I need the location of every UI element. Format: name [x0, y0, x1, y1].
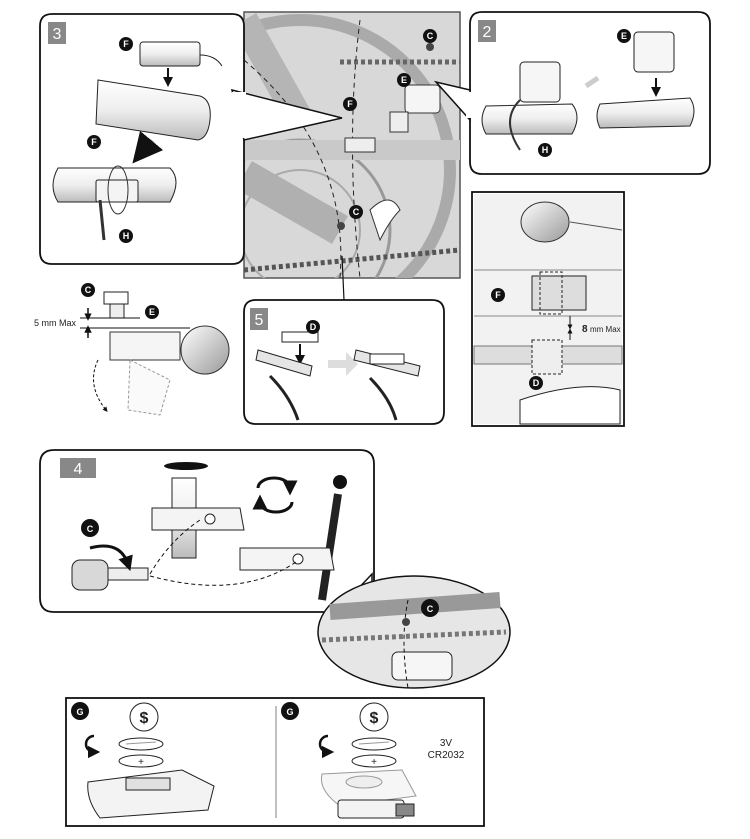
step-3-panel: 3 H F F: [39, 13, 343, 265]
spoke-magnet: [180, 325, 230, 375]
battery-panel: G G $ + $ + 3V CR2032: [65, 697, 485, 827]
step-5-number: 5: [255, 312, 264, 329]
step-5-badge: [250, 308, 268, 330]
label-c-photo-top: C: [427, 31, 434, 41]
bike-frame-photo: [243, 11, 461, 279]
label-f-step3-mid: F: [91, 137, 97, 147]
magnet-gap-value: 8: [582, 324, 588, 335]
label-f-gap: F: [495, 290, 501, 300]
step-2-number: 2: [483, 24, 492, 41]
step-3-number: 3: [53, 26, 62, 43]
label-f-photo: F: [347, 99, 353, 109]
label-g-left: G: [76, 707, 83, 717]
label-h-step2: H: [542, 145, 549, 155]
label-f-step3-top: F: [123, 39, 129, 49]
sensor-gap-detail: 5 mm Max C E: [34, 283, 230, 416]
battery-voltage: 3V: [440, 738, 453, 749]
magnet-gap-unit: mm Max: [590, 325, 621, 334]
step-2-panel: 2 E H: [433, 11, 711, 175]
step-4-panel: 4 C: [39, 449, 375, 613]
label-g-right: G: [286, 707, 293, 717]
frame-tube-graphic: [95, 79, 211, 141]
step-5-panel: 5 D: [243, 299, 445, 425]
label-d-gap: D: [533, 378, 540, 388]
label-c-step4: C: [87, 524, 94, 534]
battery-plus-right: +: [371, 757, 377, 768]
label-h-step3: H: [123, 231, 130, 241]
sensor-unit: [139, 41, 201, 67]
chainstay-zoom-circle: C: [317, 575, 511, 689]
coin-symbol-left: $: [140, 710, 149, 727]
step-2-badge: [478, 20, 496, 42]
label-d-step5: D: [310, 322, 317, 332]
label-c-photo-bottom: C: [353, 207, 360, 217]
battery-model: CR2032: [428, 750, 465, 761]
step-4-number: 4: [74, 461, 83, 478]
label-c-zoom: C: [427, 604, 434, 614]
label-c-gap: C: [85, 285, 92, 295]
step-3-badge: [48, 22, 66, 44]
thumb-screw: [71, 559, 109, 591]
label-e-photo: E: [401, 75, 407, 85]
label-e-gap: E: [149, 307, 155, 317]
battery-plus-left: +: [138, 757, 144, 768]
magnet-gap-panel: 8 mm Max F D: [471, 191, 625, 427]
coin-symbol-right: $: [370, 710, 379, 727]
step-4-badge: [60, 458, 96, 478]
label-e-step2: E: [621, 31, 627, 41]
sensor-gap-label: 5 mm Max: [34, 318, 77, 328]
